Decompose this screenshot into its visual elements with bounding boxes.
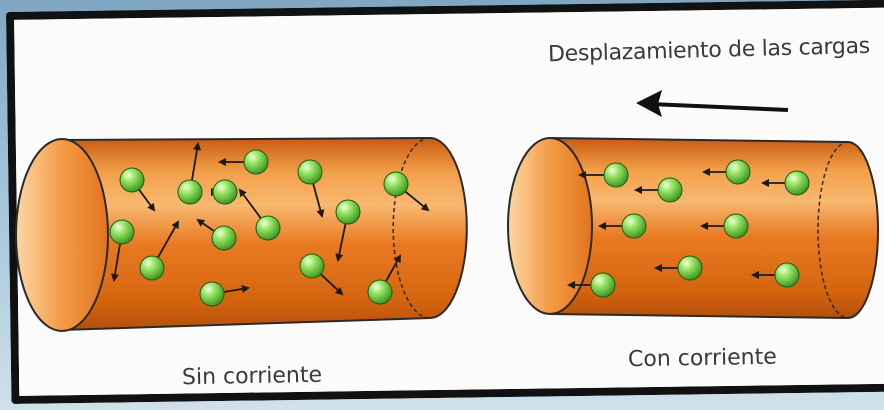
label-con-corriente: Con corriente [628, 345, 777, 373]
left-arrow-icon [636, 90, 788, 117]
label-sin-corriente: Sin corriente [182, 363, 322, 390]
conductor-right-end-cap [508, 138, 592, 314]
conductor-without-current [16, 138, 467, 331]
charge-sphere-icon [213, 180, 237, 204]
conductor-with-current [508, 138, 878, 318]
conductor-left-end-cap [16, 139, 108, 331]
